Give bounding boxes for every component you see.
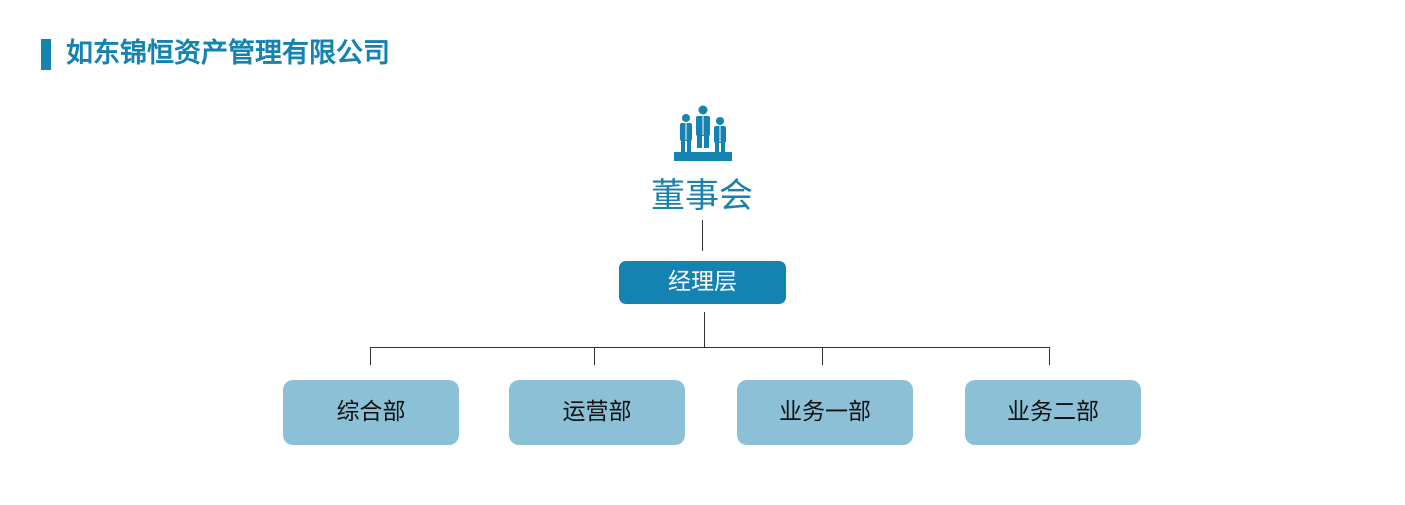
- people-group-icon: [674, 105, 732, 161]
- title-accent-bar: [41, 39, 51, 70]
- department-node-general: 综合部: [283, 380, 459, 445]
- page-title: 如东锦恒资产管理有限公司: [66, 38, 390, 69]
- department-node-operations: 运营部: [509, 380, 685, 445]
- board-of-directors-label: 董事会: [651, 176, 753, 216]
- management-node: 经理层: [619, 261, 786, 304]
- department-node-business-2: 业务二部: [965, 380, 1141, 445]
- department-node-business-1: 业务一部: [737, 380, 913, 445]
